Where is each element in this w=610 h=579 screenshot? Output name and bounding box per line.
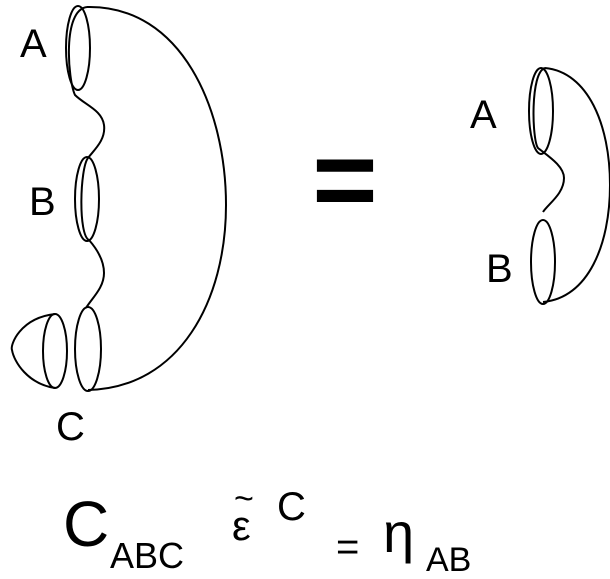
left-outer-boundary: [86, 5, 228, 391]
formula-epsilon-tilde: ~: [234, 480, 254, 518]
left-circle-c: [74, 306, 102, 392]
left-cap-c: [10, 313, 56, 389]
right-surface-figure: [528, 67, 610, 305]
formula: C ABC ~ ε C = η AB: [63, 480, 471, 579]
left-label-a: A: [20, 22, 47, 66]
right-label-b: B: [486, 247, 513, 291]
formula-c: C: [63, 488, 109, 560]
right-outer-boundary: [542, 67, 610, 303]
formula-c-subscript: ABC: [110, 535, 184, 576]
formula-eta: η: [383, 501, 414, 564]
formula-epsilon-superscript: C: [277, 485, 306, 529]
left-label-b: B: [29, 180, 56, 224]
formula-epsilon: ε: [232, 502, 251, 549]
right-label-a: A: [470, 93, 497, 137]
left-circle-a: [65, 5, 91, 91]
left-circle-b: [74, 156, 100, 242]
left-label-c: C: [56, 405, 85, 449]
formula-eta-subscript: AB: [426, 541, 471, 579]
equals-sign: =: [312, 117, 377, 242]
right-circle-a: [528, 67, 554, 155]
left-cap-c-rim: [42, 313, 68, 389]
left-surface-figure: [10, 5, 228, 392]
right-inner-wavy-boundary: [532, 67, 566, 213]
formula-equals: =: [336, 525, 359, 569]
right-circle-b: [530, 219, 556, 305]
